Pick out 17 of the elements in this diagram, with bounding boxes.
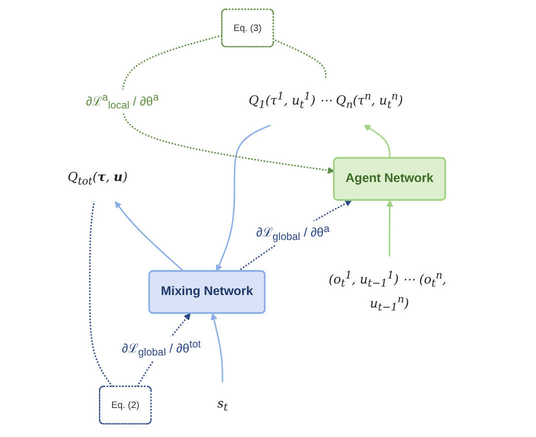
node-text: Q$_{tot}$(τ, u) (68, 169, 128, 188)
arrow (386, 200, 394, 256)
node-text: (o$_{t}$$^{1}$, u$_{t−1}$$^{1}$) ⋯ (o$_{t}$$^{n}$, u$_{t−1}$$^{n}$) (329, 270, 447, 314)
connector (90, 201, 114, 388)
arrow (122, 34, 335, 174)
flowchart: ∂ℒ$_{global}$ / ∂θ$^{tot}$ ∂ℒ$_{global}$ / ∂θ$^{a}$ ∂ℒ$^{a}$$_{local}$ / ∂θ$^{a}$ Eq. (2) Q$_{tot}$(τ, u) Mixing Network s$_{t}$ Q$_{1}$(τ$^{1}$, u$_{t}$$^{1}$) ⋯ Q$_{n}$(τ$^{n}$, u$_{t}$$^{n}$) Eq. (3) Agent Network (o$_{t}$$^{1}$, u$_{t−1}$$^{1}$) ⋯ (o$_{t}$$^{n}$, u$_{t−1}$$^{n}$) (38, 3, 498, 434)
arrow (216, 124, 272, 272)
edge-label: ∂ℒ$_{global}$ / ∂θ$^{a}$ (256, 222, 330, 242)
connector (274, 38, 327, 78)
node-text: Q$_{1}$(τ$^{1}$, u$_{t}$$^{1}$) ⋯ Q$_{n}$(τ$^{n}$, u$_{t}$$^{n}$) (249, 91, 404, 111)
node-text: s$_{t}$ (218, 396, 228, 414)
edge-label: ∂ℒ$^{a}$$_{local}$ / ∂θ$^{a}$ (86, 91, 160, 111)
arrow (238, 200, 352, 272)
arrow (115, 201, 185, 272)
arrow (364, 124, 392, 158)
edge-label: ∂ℒ$_{global}$ / ∂θ$^{tot}$ (122, 338, 202, 358)
arrow (211, 313, 224, 382)
